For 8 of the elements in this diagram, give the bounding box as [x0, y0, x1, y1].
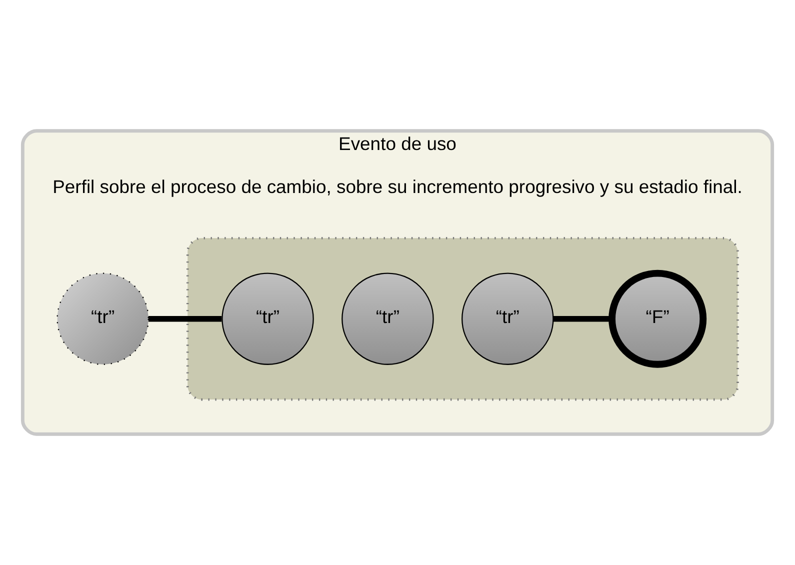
node-circle: “tr” [462, 272, 554, 365]
connector [553, 316, 612, 322]
node-circle: “tr” [342, 272, 434, 365]
connector [148, 316, 222, 322]
cluster [186, 236, 739, 401]
node-circle: “F” [608, 270, 707, 368]
node-circle: “tr” [222, 272, 314, 365]
node-circle: “tr” [56, 272, 149, 365]
